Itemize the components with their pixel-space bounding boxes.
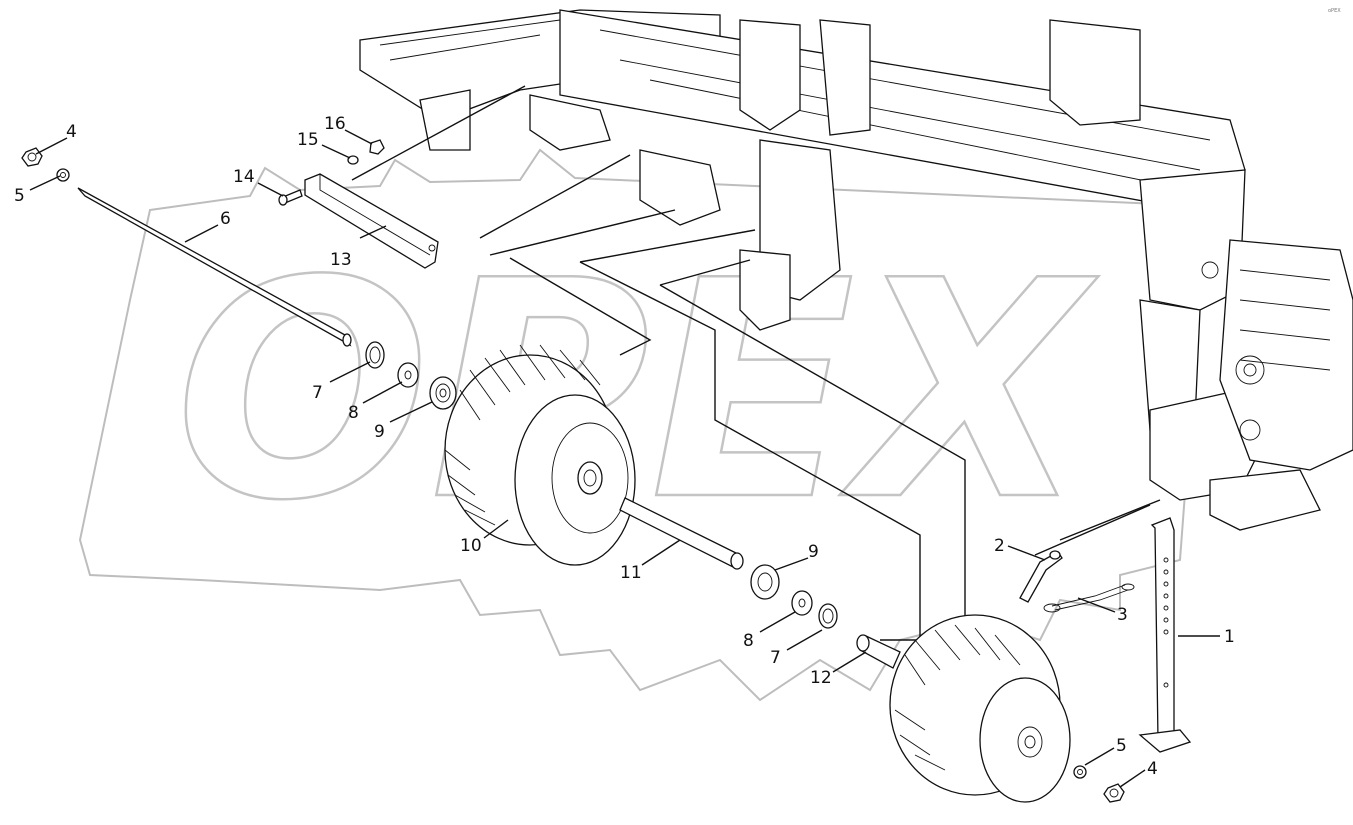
leader-lines xyxy=(29,129,1220,788)
nut-washer-left xyxy=(21,147,70,182)
corner-id: oPEX xyxy=(1328,8,1341,14)
callout-12: 12 xyxy=(810,668,832,688)
callout-labels: 4 5 6 13 14 15 16 7 8 9 10 11 9 8 7 12 2… xyxy=(14,114,1235,779)
callout-4: 4 xyxy=(66,122,77,142)
watermark: OPEX xyxy=(78,148,1207,702)
callout-16: 16 xyxy=(324,114,346,134)
callout-15: 15 xyxy=(297,130,319,150)
callout-5b: 5 xyxy=(1116,736,1127,756)
machine-frame xyxy=(359,9,1353,531)
callout-9: 9 xyxy=(374,422,385,442)
wheel-main xyxy=(444,344,636,566)
callout-9b: 9 xyxy=(808,542,819,562)
axle-rod xyxy=(77,187,352,347)
axle-sleeve xyxy=(619,497,744,570)
callout-7: 7 xyxy=(312,383,323,403)
sleeve-short xyxy=(856,634,901,669)
callout-4b: 4 xyxy=(1147,759,1158,779)
assembly-lines xyxy=(351,85,1161,641)
callout-13: 13 xyxy=(330,250,352,270)
bearing-set-left xyxy=(365,341,457,410)
jack-stand xyxy=(1138,517,1192,753)
callout-7b: 7 xyxy=(770,648,781,668)
bearing-set-right xyxy=(750,564,838,629)
pin-and-lanyard xyxy=(1019,550,1135,613)
callout-8b: 8 xyxy=(743,631,754,651)
callout-1: 1 xyxy=(1224,627,1235,647)
callout-6: 6 xyxy=(220,209,231,229)
callout-14: 14 xyxy=(233,167,255,187)
callout-8: 8 xyxy=(348,403,359,423)
callout-10: 10 xyxy=(460,536,482,556)
bracket-assembly xyxy=(278,139,439,269)
nut-washer-right xyxy=(1073,765,1125,803)
wheel-second xyxy=(889,614,1071,803)
callout-2: 2 xyxy=(994,536,1005,556)
callout-11: 11 xyxy=(620,563,642,583)
callout-3: 3 xyxy=(1117,605,1128,625)
callout-5: 5 xyxy=(14,186,25,206)
